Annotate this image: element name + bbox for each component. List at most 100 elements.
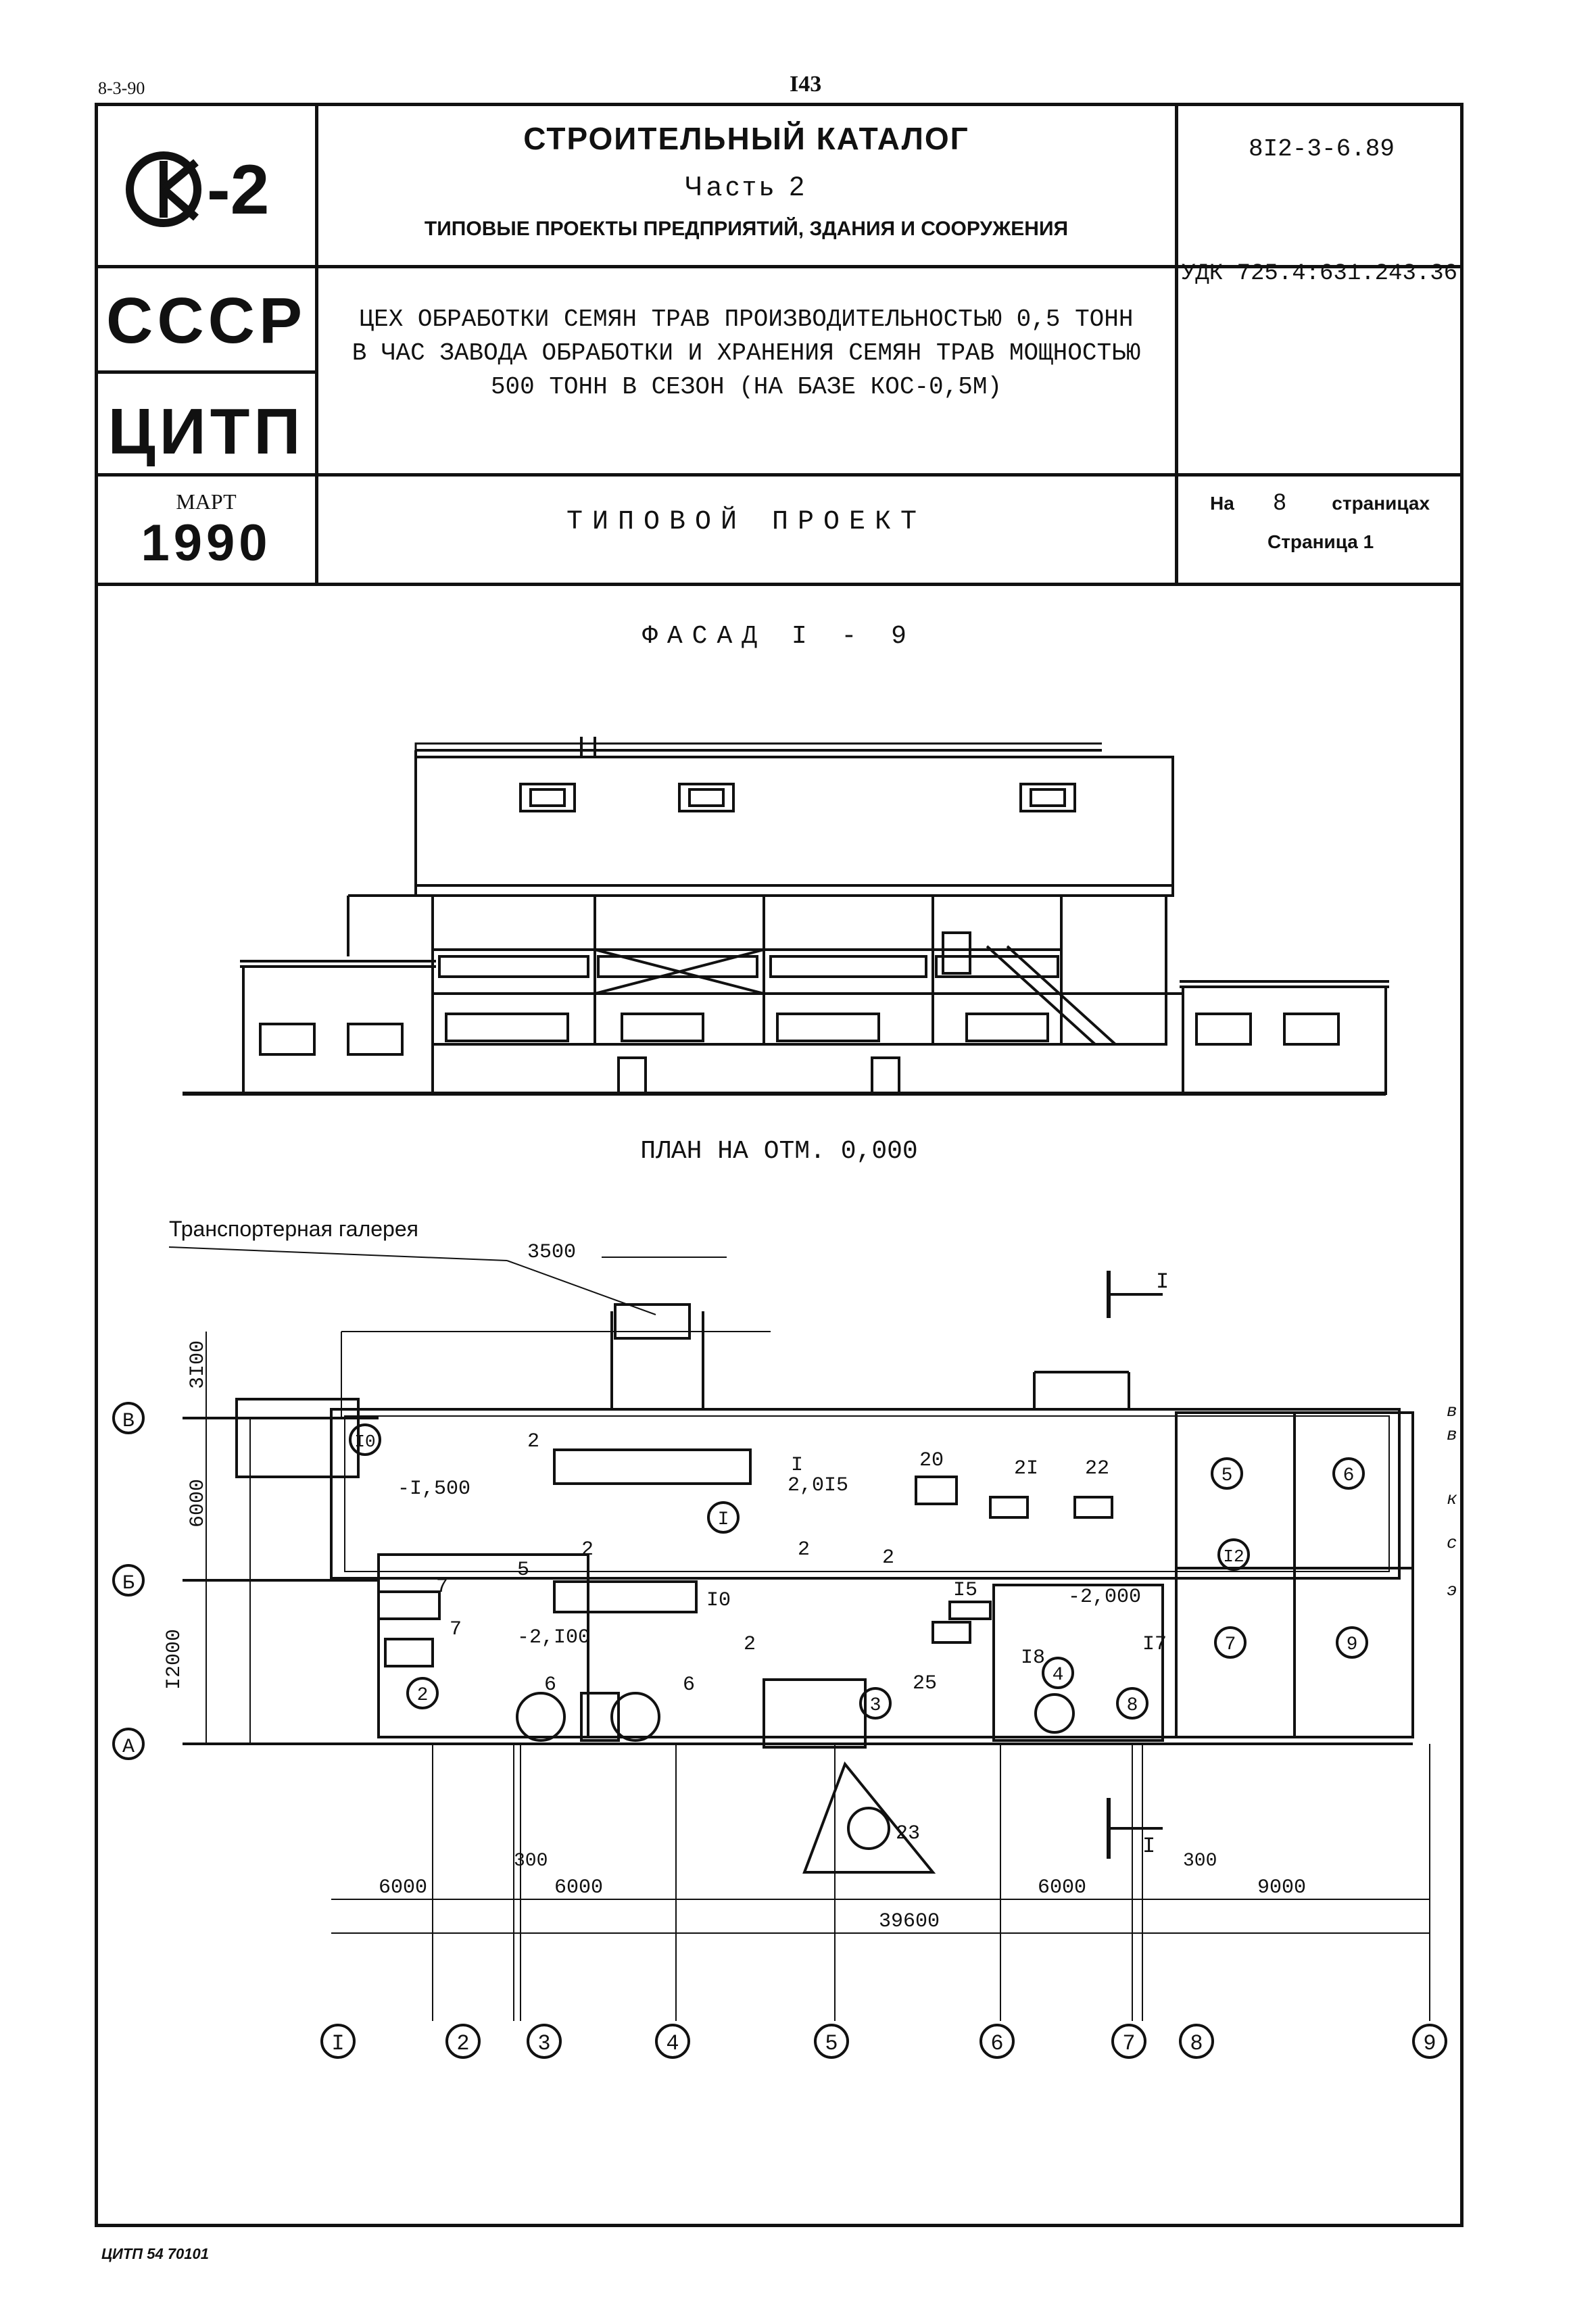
room-number: I bbox=[718, 1509, 729, 1530]
dimension: 6000 bbox=[554, 1876, 603, 1899]
pipe-label: к bbox=[1447, 1489, 1457, 1509]
header-divider bbox=[95, 583, 1464, 586]
country: СССР bbox=[105, 285, 306, 357]
axis-label: 5 bbox=[825, 2031, 838, 2056]
organization: ЦИТП bbox=[107, 395, 305, 468]
project-title-line: ЦЕХ ОБРАБОТКИ СЕМЯН ТРАВ ПРОИЗВОДИТЕЛЬНО… bbox=[359, 306, 1134, 333]
gallery-label: Транспортерная галерея bbox=[169, 1217, 418, 1241]
pipe-label: в bbox=[1447, 1401, 1457, 1421]
catalog-subtitle: ТИПОВЫЕ ПРОЕКТЫ ПРЕДПРИЯТИЙ, ЗДАНИЯ И СО… bbox=[424, 218, 1069, 240]
room-number: 6 bbox=[1343, 1465, 1355, 1486]
footer-code: ЦИТП 54 70101 bbox=[101, 2245, 209, 2262]
room-number: 3 bbox=[870, 1695, 881, 1716]
facade-drawing bbox=[183, 723, 1433, 1102]
project-title-line: В ЧАС ЗАВОДА ОБРАБОТКИ И ХРАНЕНИЯ СЕМЯН … bbox=[352, 339, 1141, 367]
equipment-mark: 25 bbox=[913, 1672, 937, 1695]
dimension: 6000 bbox=[1038, 1876, 1086, 1899]
equipment-mark: 7 bbox=[450, 1618, 462, 1641]
axis-label: А bbox=[122, 1736, 135, 1759]
sheet-code: 8-3-90 bbox=[98, 78, 145, 98]
section-mark: I bbox=[1156, 1269, 1169, 1294]
axis-label: 9 bbox=[1423, 2031, 1436, 2056]
equipment-mark: 20 bbox=[919, 1449, 944, 1472]
axis-label: 6 bbox=[990, 2031, 1003, 2056]
room-number: 2 bbox=[417, 1685, 429, 1706]
equipment-mark: I0 bbox=[706, 1589, 731, 1612]
dimension: 3I00 bbox=[187, 1340, 210, 1389]
page-number: I43 bbox=[790, 72, 822, 97]
facade-title: ФАСАД I - 9 bbox=[642, 622, 916, 651]
axis-label: Б bbox=[122, 1572, 135, 1595]
dimension: 6000 bbox=[379, 1876, 427, 1899]
year: 1990 bbox=[141, 514, 272, 572]
udk-code: УДК 725.4:631.243.36 bbox=[1182, 261, 1458, 287]
pages-count: 8 bbox=[1273, 489, 1286, 515]
dimension: I2000 bbox=[163, 1629, 186, 1690]
section-mark: I bbox=[1142, 1834, 1155, 1859]
pages-count-line: На 8 страницах bbox=[1210, 489, 1430, 516]
equipment-mark: 5 bbox=[517, 1559, 529, 1582]
level-mark: -2,000 bbox=[1068, 1586, 1141, 1609]
plan-drawing: В Б А I 2 3 4 5 6 7 8 9 I0 I 2 3 4 5 6 I… bbox=[95, 1217, 1464, 2062]
axis-label: I bbox=[331, 2031, 344, 2056]
equipment-mark: I bbox=[791, 1454, 803, 1477]
project-title: ЦЕХ ОБРАБОТКИ СЕМЯН ТРАВ ПРОИЗВОДИТЕЛЬНО… bbox=[318, 303, 1175, 404]
room-number: 7 bbox=[1225, 1634, 1236, 1655]
room-number: 9 bbox=[1347, 1634, 1358, 1655]
catalog-title: СТРОИТЕЛЬНЫЙ КАТАЛОГ bbox=[523, 121, 969, 156]
logo-text: -2 bbox=[207, 151, 270, 229]
sheet-frame bbox=[95, 103, 1464, 2227]
equipment-mark: 2 bbox=[882, 1546, 894, 1569]
plan-title: ПЛАН НА ОТМ. 0,000 bbox=[640, 1137, 918, 1166]
dimension: 3500 bbox=[527, 1241, 576, 1264]
pipe-label: в bbox=[1447, 1425, 1457, 1445]
axis-label: 3 bbox=[537, 2031, 550, 2056]
dimension: 6000 bbox=[187, 1479, 210, 1528]
axis-label: 7 bbox=[1122, 2031, 1135, 2056]
ck-logo: -2 bbox=[122, 147, 297, 235]
axis-label: 2 bbox=[456, 2031, 469, 2056]
room-number: 5 bbox=[1222, 1465, 1233, 1486]
equipment-mark: 2 bbox=[798, 1538, 810, 1561]
project-title-line: 500 ТОНН В СЕЗОН (НА БАЗЕ КОС-0,5М) bbox=[490, 373, 1002, 401]
axis-label: В bbox=[122, 1410, 135, 1433]
level-mark: 2,0I5 bbox=[788, 1474, 848, 1497]
equipment-mark: 2 bbox=[527, 1430, 539, 1453]
room-number: 4 bbox=[1053, 1665, 1064, 1686]
dimension: 9000 bbox=[1257, 1876, 1306, 1899]
header-divider bbox=[95, 265, 1464, 268]
equipment-mark: 23 bbox=[896, 1822, 920, 1845]
axis-label: 8 bbox=[1190, 2031, 1203, 2056]
doc-code: 8I2-3-6.89 bbox=[1248, 135, 1395, 163]
header-divider bbox=[95, 473, 1464, 477]
equipment-mark: 22 bbox=[1085, 1457, 1109, 1480]
header-divider bbox=[95, 370, 318, 374]
equipment-mark: 6 bbox=[544, 1674, 556, 1697]
room-number: I2 bbox=[1223, 1546, 1244, 1567]
dimension: 300 bbox=[514, 1851, 548, 1872]
level-mark: -2,I00 bbox=[517, 1626, 590, 1649]
axis-label: 4 bbox=[666, 2031, 679, 2056]
header-divider bbox=[1175, 103, 1178, 584]
project-type: ТИПОВОЙ ПРОЕКТ bbox=[566, 507, 927, 537]
equipment-mark: 7 bbox=[436, 1576, 448, 1599]
equipment-mark: I7 bbox=[1142, 1633, 1167, 1656]
header-divider bbox=[315, 103, 318, 584]
equipment-mark: 2I bbox=[1014, 1457, 1038, 1480]
month: МАРТ bbox=[176, 489, 237, 514]
catalog-part: Часть 2 bbox=[684, 172, 808, 201]
dimension: 39600 bbox=[879, 1910, 940, 1933]
equipment-mark: 2 bbox=[744, 1633, 756, 1656]
room-number: I0 bbox=[354, 1432, 375, 1452]
equipment-mark: 6 bbox=[683, 1674, 695, 1697]
equipment-mark: 2 bbox=[581, 1538, 594, 1561]
level-mark: -I,500 bbox=[397, 1478, 470, 1501]
equipment-mark: I8 bbox=[1021, 1647, 1045, 1670]
pipe-label: э bbox=[1447, 1580, 1457, 1601]
page-label: Страница 1 bbox=[1267, 531, 1374, 552]
room-number: 8 bbox=[1127, 1695, 1138, 1716]
pipe-label: с bbox=[1447, 1533, 1457, 1553]
pages-suffix: страницах bbox=[1332, 493, 1430, 514]
dimension: 300 bbox=[1183, 1851, 1217, 1872]
equipment-mark: I5 bbox=[953, 1579, 977, 1602]
